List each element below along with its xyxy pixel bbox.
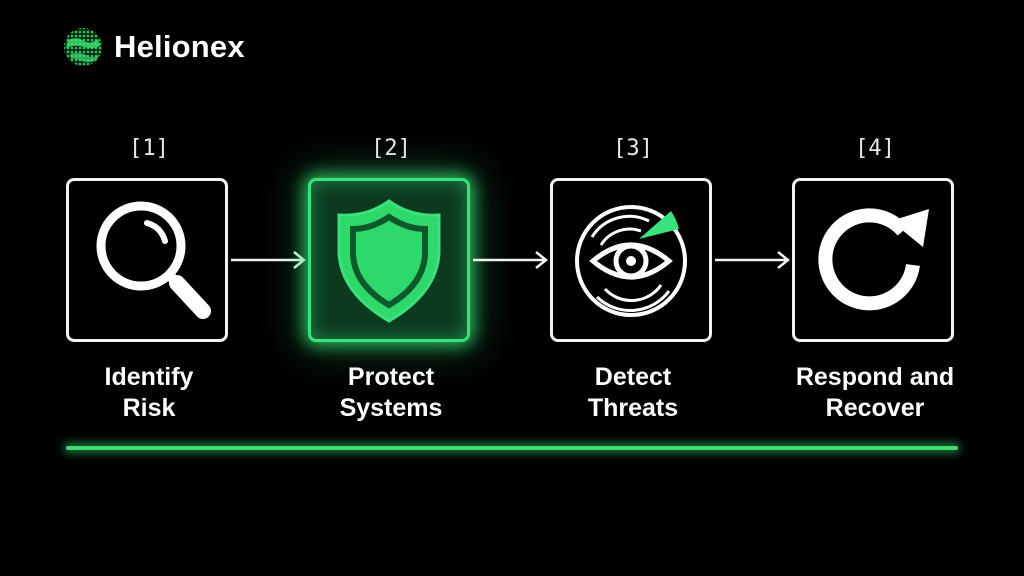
step-label-identify: Identify Risk <box>49 362 249 424</box>
brand: Helionex <box>62 24 245 70</box>
bottom-accent-line <box>66 446 958 450</box>
connector-arrow-3 <box>715 251 791 269</box>
step-label-line: Identify <box>104 363 194 391</box>
radar-eye-icon <box>575 205 687 317</box>
step-label-line: Respond and <box>795 363 955 391</box>
step-label-line: Protect <box>347 363 435 391</box>
step-label-line: Risk <box>122 394 176 422</box>
step-label-line: Threats <box>587 394 679 422</box>
step-number-2: [2] <box>371 136 411 161</box>
step-box-identify <box>66 178 228 342</box>
step-box-respond <box>792 178 954 342</box>
step-label-detect: Detect Threats <box>533 362 733 424</box>
step-label-respond: Respond and Recover <box>775 362 975 424</box>
shield-icon <box>337 199 441 323</box>
connector-arrow-1 <box>231 251 307 269</box>
step-label-line: Recover <box>825 394 925 422</box>
step-label-protect: Protect Systems <box>291 362 491 424</box>
brand-name: Helionex <box>114 29 245 64</box>
dotted-globe-icon <box>64 28 102 66</box>
refresh-arrow-icon <box>818 208 929 311</box>
step-label-line: Systems <box>339 394 443 422</box>
step-label-line: Detect <box>594 363 672 391</box>
step-number-3: [3] <box>613 136 653 161</box>
connector-arrow-2 <box>473 251 549 269</box>
step-number-1: [1] <box>129 136 169 161</box>
step-box-protect <box>308 178 470 342</box>
magnifier-icon <box>96 201 211 319</box>
step-box-detect <box>550 178 712 342</box>
step-number-4: [4] <box>855 136 895 161</box>
